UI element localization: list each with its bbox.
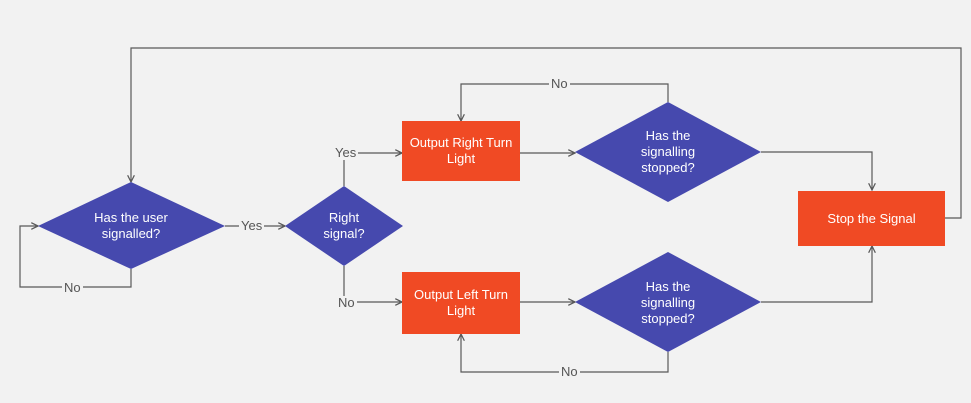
- edge-label-top-no: No: [549, 76, 570, 91]
- edge-label-right-no: No: [336, 295, 357, 310]
- connector-stop-to-start: [131, 47, 962, 219]
- decision-stopped-bottom[interactable]: [575, 252, 761, 352]
- process-output-left[interactable]: [402, 272, 520, 334]
- process-stop-signal[interactable]: [798, 191, 945, 246]
- edge-label-user-no: No: [62, 280, 83, 295]
- label-output-left: Output Left Turn Light: [414, 287, 508, 318]
- label-output-right: Output Right Turn Light: [409, 135, 513, 166]
- process-output-right[interactable]: [402, 121, 520, 181]
- connector-bottom-to-stop: [761, 246, 872, 303]
- decision-user-signalled[interactable]: [38, 182, 225, 269]
- edge-label-user-yes: Yes: [239, 218, 265, 233]
- edge-label-bottom-no: No: [559, 364, 580, 379]
- label-right-signal: Right signal?: [323, 210, 365, 241]
- label-user-signalled: Has the user signalled?: [94, 210, 168, 241]
- connector-top-to-stop: [761, 151, 872, 190]
- label-stopped-top: Has the signalling stopped?: [640, 128, 696, 175]
- label-stop-signal: Stop the Signal: [827, 211, 916, 226]
- edge-label-right-yes: Yes: [333, 145, 359, 160]
- decision-stopped-top[interactable]: [575, 102, 761, 202]
- decision-right-signal[interactable]: [285, 186, 403, 266]
- connector-user-no-loop: [19, 226, 132, 288]
- label-stopped-bottom: Has the signalling stopped?: [640, 279, 696, 326]
